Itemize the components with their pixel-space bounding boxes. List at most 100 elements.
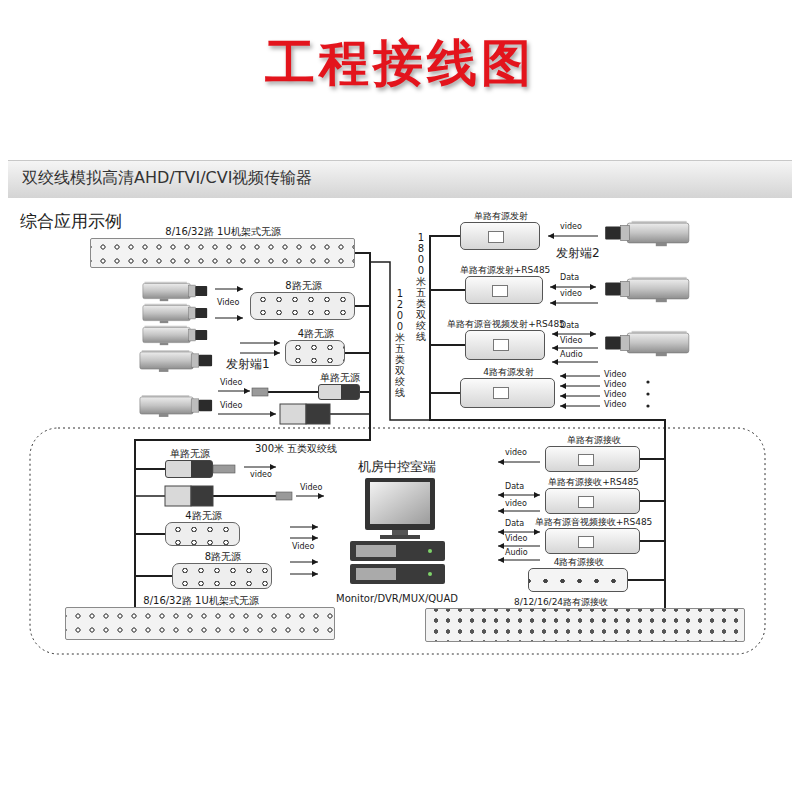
signal-name: Data — [505, 520, 524, 528]
signal-arrow — [552, 348, 598, 349]
group-label: 发射端2 — [556, 247, 600, 259]
cable-line — [430, 345, 665, 580]
camera — [143, 326, 207, 345]
device-label: 8路无源 — [285, 281, 321, 291]
signal-name: Video — [560, 337, 582, 345]
signal-arrow — [548, 236, 598, 237]
signal-name: Video — [604, 391, 626, 399]
cable-line — [135, 306, 370, 469]
signal-arrow — [560, 376, 600, 377]
signal-arrow — [290, 562, 318, 563]
balun-body — [165, 486, 191, 506]
band-heading: 双绞线模拟高清AHD/TVI/CVI视频传输器 — [22, 170, 312, 186]
monitor-bezel — [365, 478, 435, 530]
dvr-panel — [356, 568, 396, 580]
device-label: 4路无源 — [185, 511, 221, 521]
signal-arrow — [552, 362, 598, 363]
signal-arrow — [215, 289, 243, 290]
signal-arrow — [498, 462, 540, 463]
signal-arrow — [550, 303, 598, 304]
active-receiver: 单路有源接收 — [545, 446, 640, 472]
balun-unit: 单路无源 — [165, 460, 213, 478]
band-rule — [8, 160, 792, 161]
signal-arrow — [498, 511, 540, 512]
device-label: 8/12/16/24路有源接收 — [514, 598, 608, 607]
signal-arrow — [218, 391, 250, 392]
cable-line — [430, 345, 665, 459]
camera — [140, 395, 212, 417]
control-room: 机房中控室端 Monitor/DVR/MUX/QUAD — [322, 460, 472, 604]
cable-line — [430, 393, 665, 501]
cable-line — [430, 345, 665, 541]
active-receiver: 单路有源音视频接收+RS485 — [545, 528, 640, 554]
cable-line — [430, 236, 665, 501]
cable-line — [430, 236, 665, 459]
device-label: 单路有源接收+RS485 — [548, 478, 639, 487]
camera — [605, 277, 689, 302]
device-label: 单路有源发射 — [474, 212, 528, 221]
balun-body — [280, 404, 306, 424]
signal-name: video — [505, 500, 527, 508]
device-label: 机房中控室端 — [358, 460, 436, 475]
cable-line — [430, 290, 665, 608]
signal-name: Video — [505, 535, 527, 543]
page-title: 工程接线图 — [265, 38, 535, 88]
signal-arrow — [290, 538, 318, 539]
cable-line — [430, 393, 665, 580]
section-band — [8, 160, 792, 198]
signal-name: Video — [292, 543, 314, 551]
cable-line — [430, 290, 665, 580]
balun-unit: 单路无源 — [318, 384, 360, 400]
signal-arrow — [498, 546, 540, 547]
cable-line — [430, 345, 665, 501]
cable-line — [135, 353, 370, 607]
cable-line — [135, 253, 370, 534]
signal-name: Video — [220, 379, 242, 387]
camera — [140, 350, 212, 372]
cable-line — [430, 236, 665, 580]
dvr-led — [428, 549, 432, 553]
cable-line — [135, 253, 370, 576]
signal-name: video — [250, 471, 272, 479]
signal-name: Audio — [560, 351, 583, 359]
passive-unit: 8路无源 — [172, 563, 272, 589]
cable-length: 1800米 五类双绞线 — [416, 232, 426, 342]
cable-line — [135, 253, 370, 607]
signal-arrow — [560, 396, 600, 397]
cable-line — [330, 413, 370, 415]
data-arrow — [552, 334, 596, 335]
dvr-panel — [356, 545, 396, 557]
more-dot — [646, 380, 649, 383]
camera — [605, 221, 689, 246]
camera — [143, 304, 207, 323]
cable-line — [430, 236, 665, 541]
signal-name: Data — [560, 322, 579, 330]
signal-name: Data — [505, 483, 524, 491]
data-arrow — [498, 532, 540, 533]
rack-unit: 8/16/32路 1U机架式无源 — [90, 238, 355, 268]
passive-unit: 4路无源 — [285, 340, 345, 366]
signal-arrow — [244, 467, 276, 468]
data-arrow — [550, 287, 596, 288]
cable-line — [135, 392, 370, 607]
signal-arrow — [240, 343, 280, 344]
cable-line — [135, 392, 370, 469]
bnc-plug — [252, 388, 268, 396]
signal-name: Video — [604, 401, 626, 409]
signal-name: Video — [604, 371, 626, 379]
rack-receiver: 8/12/16/24路有源接收 — [425, 608, 745, 642]
monitor-dvr — [350, 478, 445, 584]
cable-line — [135, 392, 370, 576]
coax-cable — [213, 495, 276, 497]
signal-arrow — [560, 386, 600, 387]
device-caption: Monitor/DVR/MUX/QUAD — [336, 593, 458, 605]
cable-line — [135, 392, 370, 534]
signal-name: Video — [300, 484, 322, 492]
cable-line — [430, 345, 665, 608]
balun-body — [306, 404, 330, 424]
cable-line — [135, 306, 370, 576]
active-transmitter: 4路有源发射 — [460, 378, 555, 408]
dvr-box — [350, 541, 445, 561]
